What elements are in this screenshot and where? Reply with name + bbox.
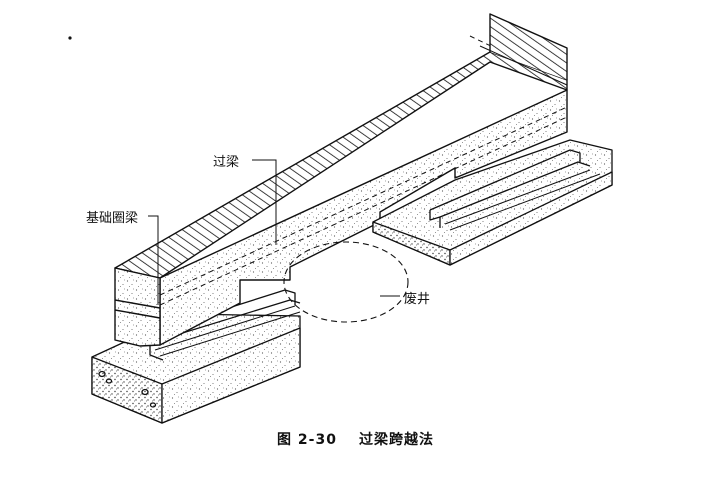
figure-title: 过梁跨越法 xyxy=(358,432,434,448)
foundation-ring-beam-right xyxy=(372,139,613,266)
over-beam-label: 过梁 xyxy=(213,155,240,170)
abandoned-well-label: 废井 xyxy=(404,292,431,307)
figure-number: 图 2-30 xyxy=(277,432,337,448)
figure-caption: 图 2-30 过梁跨越法 xyxy=(0,429,711,449)
foundation-ring-beam-label: 基础圈梁 xyxy=(86,211,139,226)
abandoned-well-outline xyxy=(283,241,409,323)
over-beam-leader xyxy=(252,159,277,245)
long-beam-wall xyxy=(114,13,568,347)
foundation-ring-beam-leader xyxy=(148,215,159,305)
